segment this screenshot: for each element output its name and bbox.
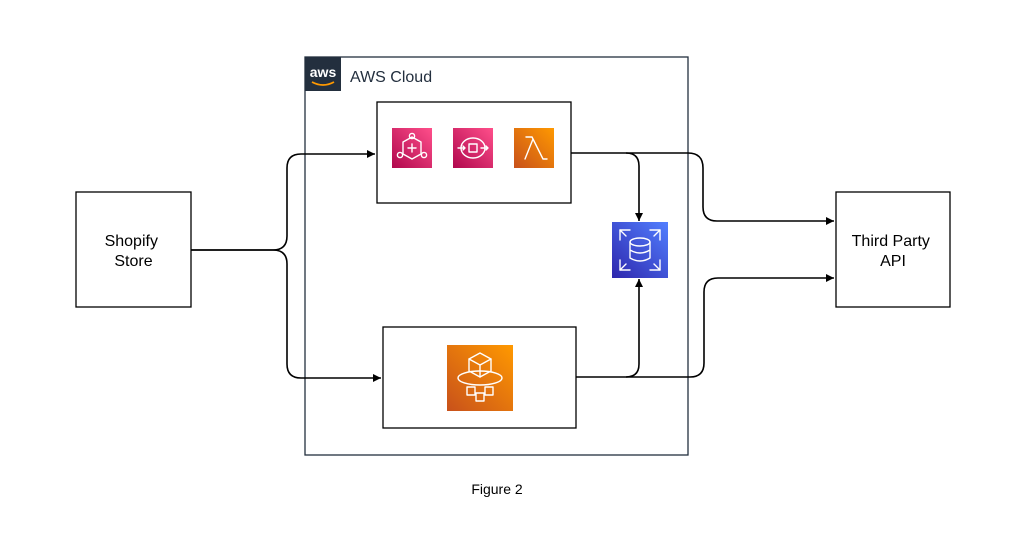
aws-logo-text: aws — [310, 64, 337, 80]
connector-shopify-to-serverless — [191, 150, 375, 251]
third-party-api-node: Third Party API — [835, 191, 951, 308]
database-icon — [612, 222, 668, 278]
connector-shopify-to-container — [191, 249, 381, 382]
eventbridge-icon — [392, 128, 432, 168]
lambda-icon — [514, 128, 554, 168]
connector-serverless-branch — [626, 152, 718, 222]
fargate-icon — [447, 345, 513, 411]
figure-caption: Figure 2 — [471, 481, 523, 497]
shopify-store-node: Shopify Store — [75, 191, 192, 308]
aws-logo-icon: aws — [305, 57, 341, 91]
aws-cloud-label: AWS Cloud — [350, 69, 432, 86]
shopify-store-label: Shopify Store — [105, 233, 163, 270]
connector-container-to-api — [626, 274, 834, 378]
third-party-api-label: Third Party API — [852, 233, 935, 270]
sqs-icon — [453, 128, 493, 168]
